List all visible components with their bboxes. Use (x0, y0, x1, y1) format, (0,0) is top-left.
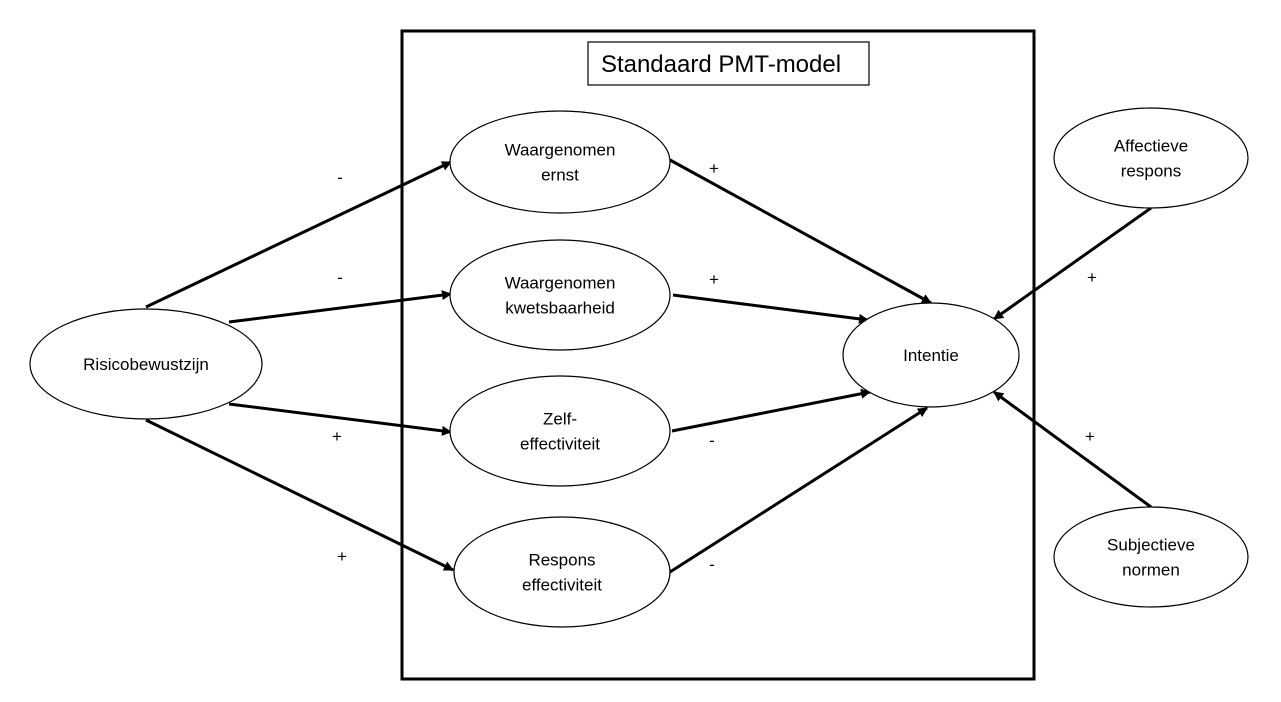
node-selfeff-ellipse (449, 375, 671, 487)
arrow-affective-to-intention (993, 206, 1152, 321)
node-selfeff: Zelf-effectiviteit (449, 375, 671, 487)
sign-label-risk-to-responseeff: + (337, 547, 347, 566)
arrow-risk-to-vulnerability (228, 290, 452, 324)
arrow-subjective-to-intention (993, 390, 1152, 509)
node-selfeff-label-line-1: effectiviteit (520, 435, 600, 454)
node-affective-label-line-1: respons (1121, 162, 1181, 181)
node-risk: Risicobewustzijn (29, 308, 263, 420)
node-subjective-label-line-1: normen (1122, 561, 1180, 580)
node-subjective-label-line-0: Subjectieve (1107, 536, 1195, 555)
arrow-responseeff-to-intention (669, 406, 928, 574)
node-risk-label-line-0: Risicobewustzijn (83, 355, 209, 374)
sign-label-vulnerability-to-intention: + (709, 270, 719, 289)
diagram-title: Standaard PMT-model (601, 51, 841, 78)
node-severity-ellipse (449, 110, 671, 214)
node-vulnerability-label-line-0: Waargenomen (505, 274, 616, 293)
sign-label-severity-to-intention: + (709, 159, 719, 178)
arrow-severity-to-intention (669, 158, 932, 305)
arrow-vulnerability-to-intention (672, 293, 869, 324)
sign-label-selfeff-to-intention: - (709, 431, 715, 450)
node-subjective: Subjectieve normen (1053, 506, 1249, 608)
node-severity-label-line-0: Waargenomen (505, 141, 616, 160)
node-responseeff-label-line-1: effectiviteit (522, 576, 602, 595)
sign-label-responseeff-to-intention: - (709, 555, 715, 574)
node-affective: Affectieve respons (1053, 107, 1249, 209)
node-responseeff-label-line-0: Respons (528, 551, 595, 570)
node-vulnerability-label-line-1: kwetsbaarheid (505, 299, 615, 318)
node-affective-ellipse (1053, 107, 1249, 209)
node-intention-label-line-0: Intentie (903, 346, 959, 365)
node-vulnerability-ellipse (449, 239, 671, 351)
node-affective-label-line-0: Affectieve (1114, 137, 1188, 156)
node-severity: Waargenomen ernst (449, 110, 671, 214)
node-vulnerability: Waargenomen kwetsbaarheid (449, 239, 671, 351)
node-responseeff-ellipse (453, 516, 671, 628)
title-box (587, 41, 870, 86)
sign-label-affective-to-intention: + (1087, 268, 1097, 287)
node-subjective-ellipse (1053, 506, 1249, 608)
arrow-risk-to-selfeff (228, 402, 452, 436)
sign-label-risk-to-vulnerability: - (337, 268, 343, 287)
node-intention-ellipse (842, 302, 1020, 408)
edges-layer: - - + + + + - - + + (145, 158, 1152, 574)
node-responseeff: Respons effectiviteit (453, 516, 671, 628)
node-selfeff-label-line-0: Zelf- (543, 410, 577, 429)
nodes-layer: RisicobewustzijnWaargenomenernstWaargeno… (29, 107, 1249, 628)
node-intention: Intentie (842, 302, 1020, 408)
node-risk-ellipse (29, 308, 263, 420)
sign-label-risk-to-selfeff: + (332, 427, 342, 446)
arrow-risk-to-responseeff (145, 418, 454, 572)
sign-label-risk-to-severity: - (337, 168, 343, 187)
model-frame (400, 29, 1036, 681)
sign-label-subjective-to-intention: + (1085, 427, 1095, 446)
arrow-risk-to-severity (145, 160, 452, 309)
node-severity-label-line-1: ernst (541, 166, 579, 185)
arrow-selfeff-to-intention (671, 388, 871, 433)
